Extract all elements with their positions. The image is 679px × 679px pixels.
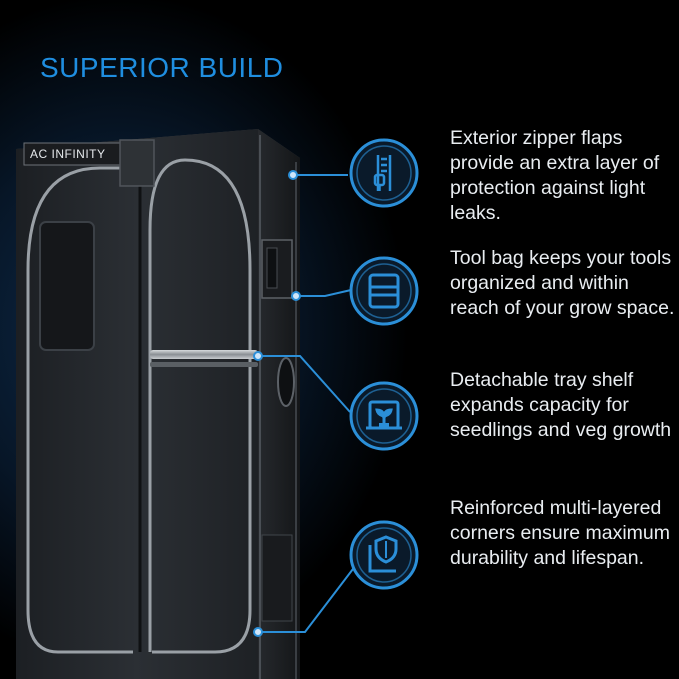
feature-text-corners: Reinforced multi-layered corners ensure … (450, 497, 670, 569)
brand-label: AC INFINITY (30, 147, 106, 161)
feature-text-tool-bag: Tool bag keeps your tools organized and … (450, 247, 675, 319)
shield-corner-icon (348, 519, 420, 591)
page-title: SUPERIOR BUILD (40, 52, 284, 83)
tray-shelf-icon (348, 380, 420, 452)
feature-text-tray-shelf: Detachable tray shelf expands capacity f… (450, 369, 672, 441)
zipper-icon (348, 137, 420, 209)
tool-bag-icon (348, 255, 420, 327)
feature-text-zipper: Exterior zipper flaps provide an extra l… (450, 127, 660, 224)
